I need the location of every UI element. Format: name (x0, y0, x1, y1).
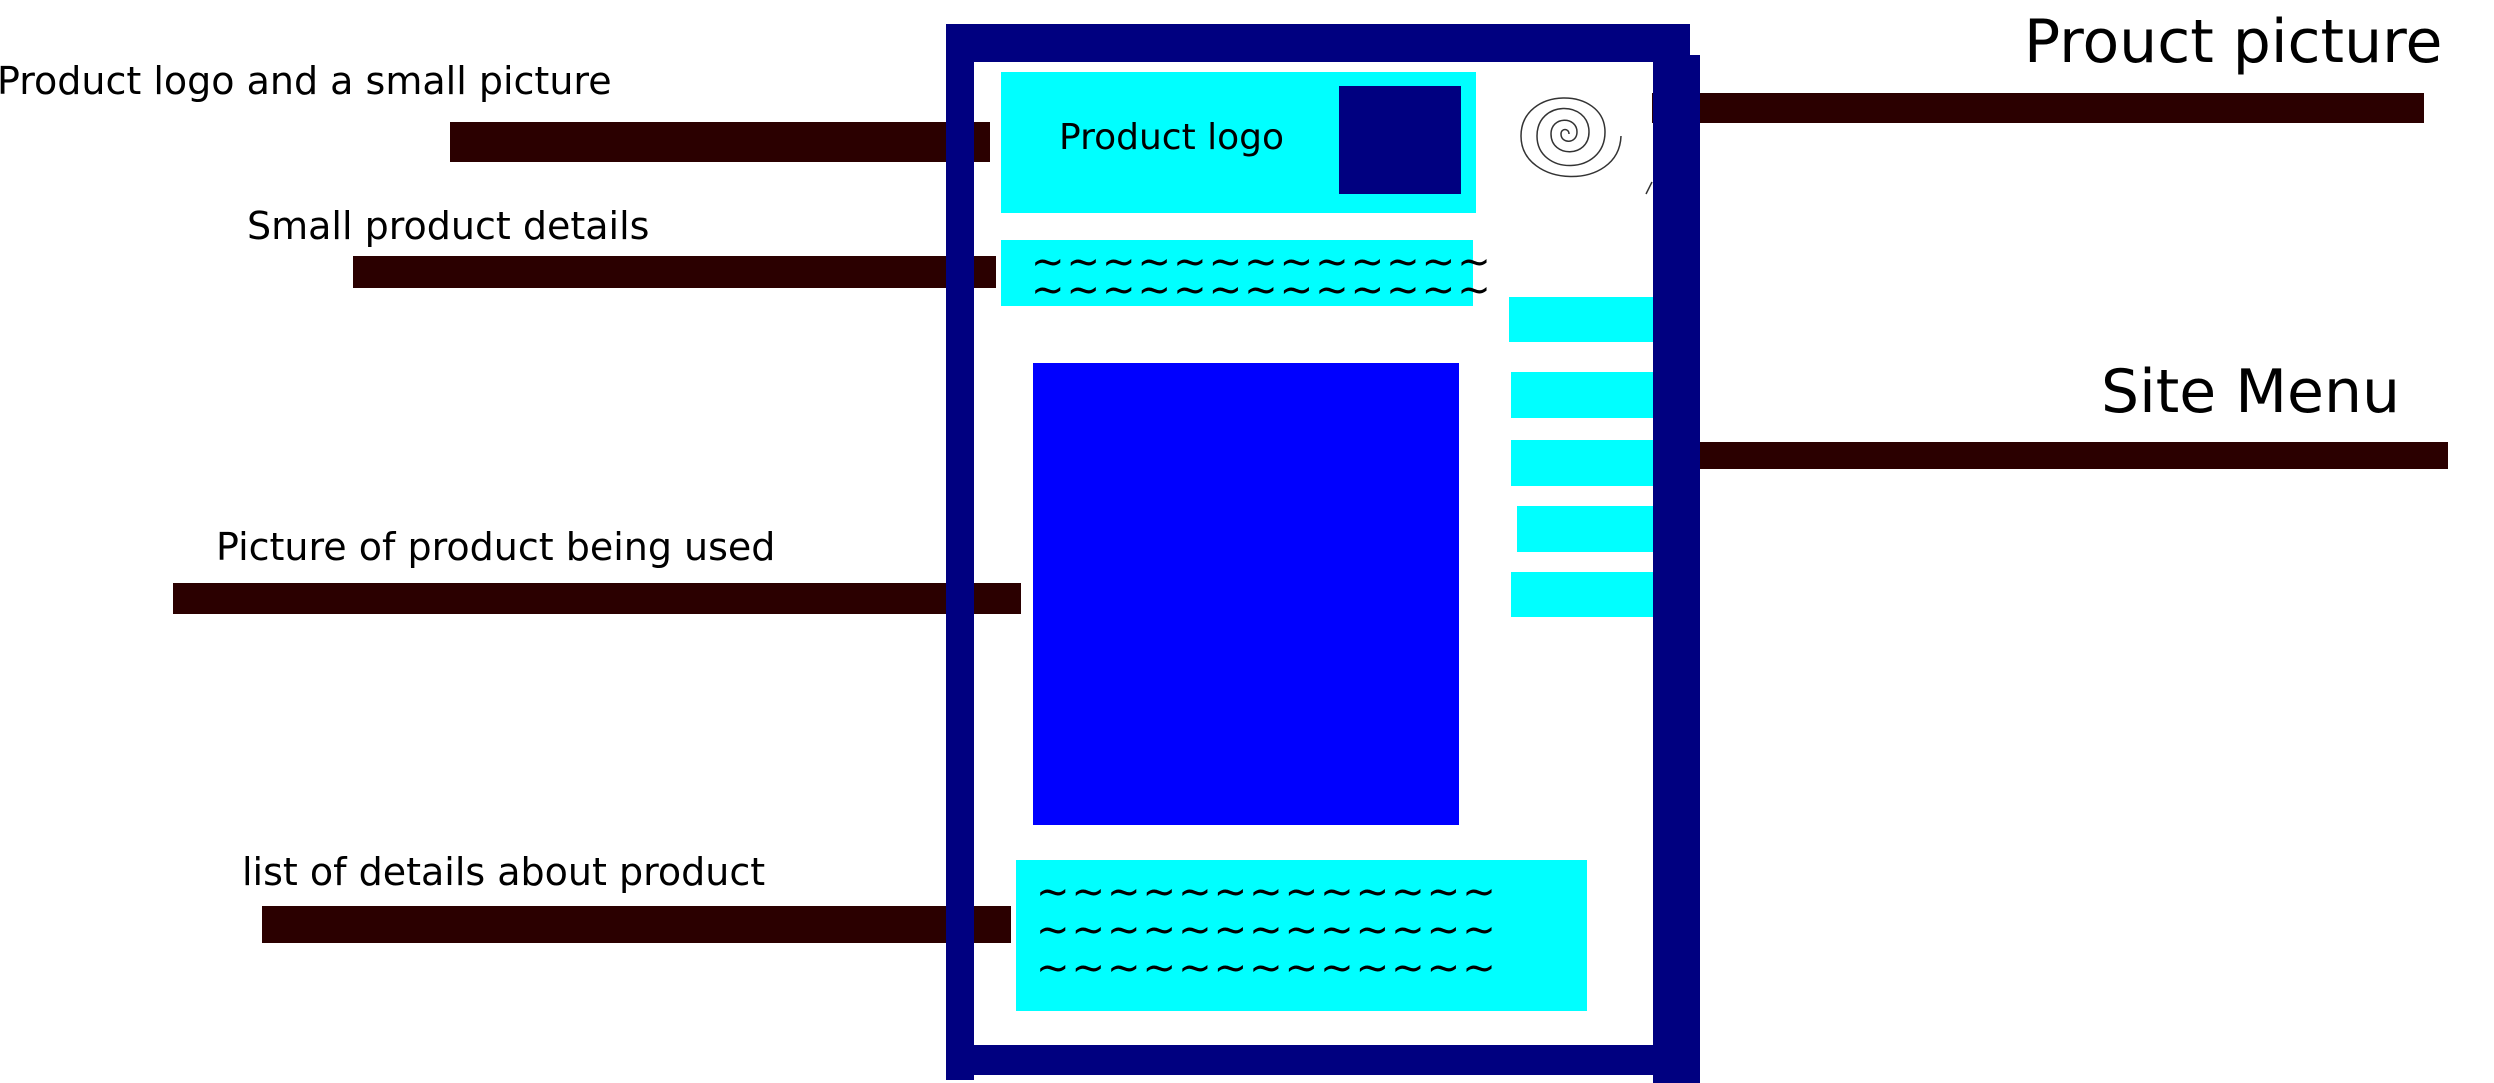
callout-label-logo: Product logo and a small picture (0, 59, 612, 103)
site-menu-item[interactable] (1511, 440, 1653, 486)
leader-picture-in-use (173, 583, 1021, 614)
small-details-line-1: ~~~~~~~~~~~~~ (1031, 239, 1493, 285)
site-menu-item[interactable] (1511, 572, 1653, 617)
details-list-line-2: ~~~~~~~~~~~~~ (1036, 907, 1498, 953)
leader-site-menu (1655, 442, 2448, 469)
logo-text: Product logo (1059, 117, 1285, 158)
leader-product-picture (1652, 93, 2424, 123)
product-in-use-picture (1033, 363, 1459, 825)
frame-right (1653, 55, 1700, 1083)
logo-area: Product logo (1001, 72, 1476, 213)
site-menu-item[interactable] (1511, 372, 1653, 418)
small-picture (1339, 86, 1461, 194)
leader-logo (450, 122, 990, 162)
product-picture-spiral (1520, 97, 1653, 195)
frame-top (946, 24, 1690, 62)
leader-small-details (353, 256, 996, 288)
callout-label-site-menu: Site Menu (2101, 357, 2401, 427)
frame-bottom (946, 1045, 1696, 1075)
site-menu-item[interactable] (1509, 297, 1653, 342)
details-list-line-3: ~~~~~~~~~~~~~ (1036, 945, 1498, 991)
details-list-line-1: ~~~~~~~~~~~~~ (1036, 869, 1498, 915)
site-menu-item[interactable] (1517, 506, 1653, 552)
details-list-box: ~~~~~~~~~~~~~ ~~~~~~~~~~~~~ ~~~~~~~~~~~~… (1016, 860, 1587, 1011)
callout-label-details-list: list of details about product (242, 850, 766, 894)
small-details-line-2: ~~~~~~~~~~~~~ (1031, 267, 1493, 313)
callout-label-product-picture: Prouct picture (2024, 7, 2443, 77)
callout-label-small-details: Small product details (247, 204, 650, 248)
leader-details-list (262, 906, 1011, 943)
small-details-box: ~~~~~~~~~~~~~ ~~~~~~~~~~~~~ (1001, 240, 1491, 310)
frame-left (946, 28, 974, 1080)
callout-label-picture-in-use: Picture of product being used (216, 525, 776, 569)
